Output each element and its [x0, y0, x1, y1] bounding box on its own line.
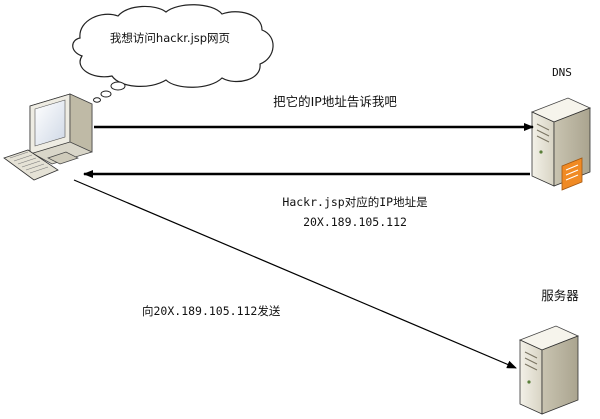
thought-dot-1	[110, 81, 126, 91]
thought-bubble-text: 我想访问hackr.jsp网页	[110, 31, 230, 45]
reply-label-line1: Hackr.jsp对应的IP地址是	[282, 195, 428, 209]
keyboard	[3, 149, 59, 181]
dns-label: DNS	[552, 66, 572, 79]
send-arrow	[73, 179, 517, 369]
reply-label-line2: 20X.189.105.112	[303, 215, 407, 229]
dns-server-icon	[530, 97, 592, 191]
desktop-computer-icon	[3, 93, 93, 181]
thought-bubble: 我想访问hackr.jsp网页	[72, 4, 274, 103]
thought-dot-3	[93, 97, 101, 103]
request-label: 把它的IP地址告诉我吧	[273, 94, 397, 109]
server-label: 服务器	[541, 288, 579, 303]
send-label: 向20X.189.105.112发送	[142, 304, 281, 318]
thought-dot-2	[100, 90, 112, 98]
web-server-icon	[518, 325, 580, 415]
